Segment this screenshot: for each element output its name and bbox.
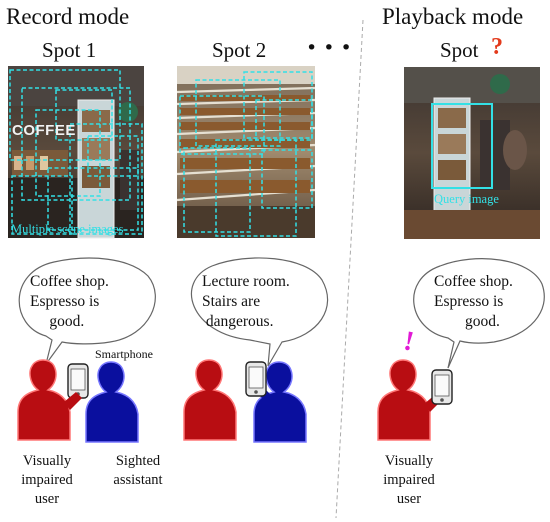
query-image-label: Query image [434, 192, 499, 206]
user-hand [64, 392, 82, 410]
query-image-box [431, 103, 493, 189]
sighted-assistant-label: Sighted assistant [113, 453, 163, 488]
smartphone-icon [67, 363, 89, 399]
smartphone-icon [245, 361, 267, 397]
speech-text-playback: Coffee shop. Espresso is good. [434, 273, 513, 330]
query-spot-label: Spot [440, 38, 479, 62]
scene-image-boxes [9, 69, 143, 235]
spot-2-label: Spot 2 [212, 38, 267, 62]
scene-photo-coffee-shop [8, 66, 144, 239]
speech-bubble-lecture [190, 257, 329, 367]
scene-photo-lecture-room [176, 66, 316, 238]
sighted-assistant-figure [253, 361, 307, 443]
multiple-scene-images-label: Multiple scene images [11, 222, 124, 236]
visually-impaired-user-figure [17, 359, 71, 441]
record-mode-heading: Record mode [6, 4, 130, 29]
speech-text-coffee: Coffee shop. Espresso is good. [30, 273, 109, 330]
more-spots-ellipsis: • • • [306, 37, 352, 59]
visually-impaired-user-figure [183, 359, 237, 441]
visually-impaired-user-label: Visually impaired user [21, 453, 73, 507]
query-spot-unknown-mark: ? [491, 34, 503, 60]
speech-bubble-coffee [18, 257, 156, 365]
mode-divider [335, 19, 364, 519]
visually-impaired-user-label: Visually impaired user [383, 453, 435, 507]
speech-bubble-playback [413, 258, 545, 369]
playback-mode-heading: Playback mode [382, 4, 524, 29]
coffee-sign-text: COFFEE [12, 122, 76, 139]
scene-image-boxes [179, 71, 313, 237]
smartphone-label: Smartphone [95, 347, 153, 361]
speech-text-lecture: Lecture room. Stairs are dangerous. [202, 273, 290, 330]
smartphone-icon [431, 369, 453, 405]
visually-impaired-user-figure [377, 359, 431, 441]
spot-1-label: Spot 1 [42, 38, 97, 62]
query-photo-coffee-shop [404, 67, 540, 239]
sighted-assistant-figure [85, 361, 139, 443]
